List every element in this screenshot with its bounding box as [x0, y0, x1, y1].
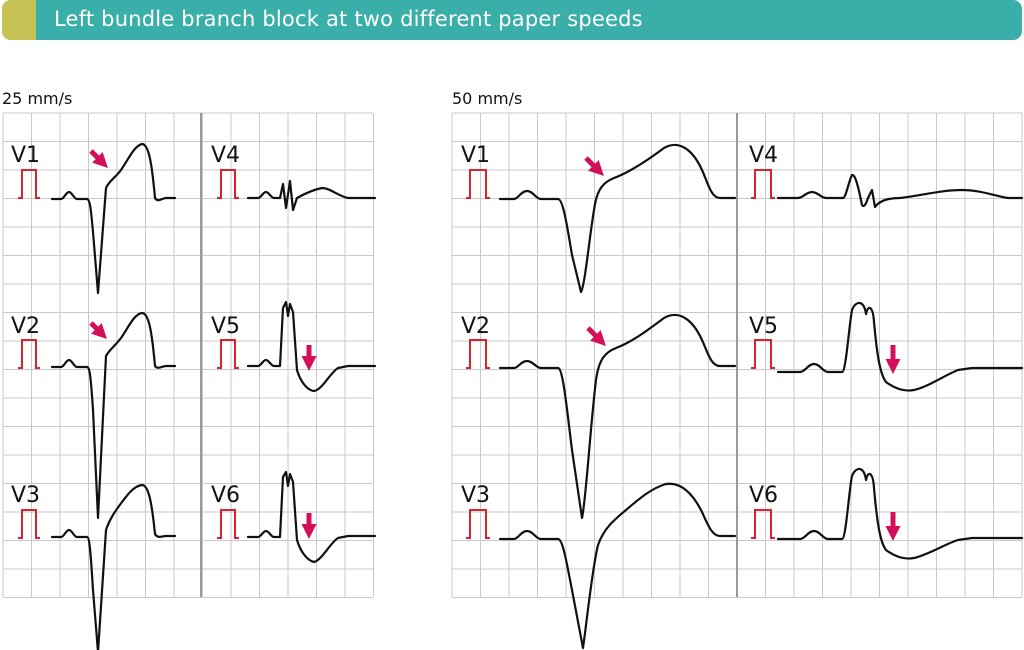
speed-label-50: 50 mm/s — [452, 89, 523, 108]
calibration-pulse — [466, 339, 490, 369]
ecg-trace-v4 — [246, 179, 377, 212]
lead-label-v6: V6 — [749, 483, 778, 508]
calibration-pulse — [217, 509, 239, 539]
calibration-pulse — [217, 169, 239, 199]
ecg-trace-v3 — [50, 483, 177, 650]
ecg-trace-v6 — [776, 467, 1024, 560]
arrow-v1-50 — [584, 156, 604, 176]
calibration-pulse — [751, 169, 775, 199]
calibration-pulses-25 — [18, 169, 40, 539]
ecg-trace-v2 — [498, 313, 737, 520]
calibration-pulse — [751, 339, 775, 369]
title-banner: Left bundle branch block at two differen… — [2, 0, 1022, 40]
lead-label-v3: V3 — [461, 483, 490, 508]
calibration-pulses-50-col2 — [751, 169, 775, 539]
page-title: Left bundle branch block at two differen… — [54, 7, 643, 31]
traces-50-col1 — [498, 143, 737, 650]
lead-label-v4: V4 — [749, 143, 778, 168]
arrow-v1-25 — [89, 149, 108, 168]
calibration-pulse — [18, 509, 40, 539]
banner-accent-block — [2, 0, 36, 40]
arrow-v2-50 — [586, 326, 606, 346]
calibration-pulses-25-col2 — [217, 169, 239, 539]
calibration-pulse — [18, 169, 40, 199]
lead-label-v5: V5 — [211, 314, 240, 339]
lead-label-v2: V2 — [461, 314, 490, 339]
ecg-trace-v1 — [498, 143, 737, 294]
ecg-trace-v5 — [776, 301, 1024, 392]
calibration-pulse — [466, 509, 490, 539]
ecg-trace-v1 — [50, 142, 177, 295]
lead-label-v1: V1 — [11, 143, 40, 168]
ecg-trace-v5 — [246, 300, 377, 393]
calibration-pulse — [18, 339, 40, 369]
traces-25-col2 — [246, 179, 377, 564]
arrow-v2-25 — [89, 321, 107, 339]
calibration-pulses-50 — [466, 169, 490, 539]
speed-label-25: 25 mm/s — [2, 89, 73, 108]
lead-label-v5: V5 — [749, 314, 778, 339]
grid-25mm — [2, 112, 374, 598]
traces-25-col1 — [50, 142, 177, 650]
arrows-50 — [584, 156, 901, 541]
lead-label-v1: V1 — [461, 143, 490, 168]
ecg-trace-v2 — [50, 311, 177, 520]
traces-50-col2 — [776, 173, 1024, 560]
ecg-trace-v3 — [498, 482, 737, 650]
arrows-25 — [89, 149, 317, 539]
calibration-pulse — [466, 169, 490, 199]
ecg-trace-v4 — [776, 173, 1024, 209]
calibration-pulse — [751, 509, 775, 539]
lead-label-v4: V4 — [211, 143, 240, 168]
lead-label-v6: V6 — [211, 483, 240, 508]
lead-label-v2: V2 — [11, 314, 40, 339]
calibration-pulse — [217, 339, 239, 369]
lead-label-v3: V3 — [11, 483, 40, 508]
ecg-trace-v6 — [246, 470, 377, 564]
